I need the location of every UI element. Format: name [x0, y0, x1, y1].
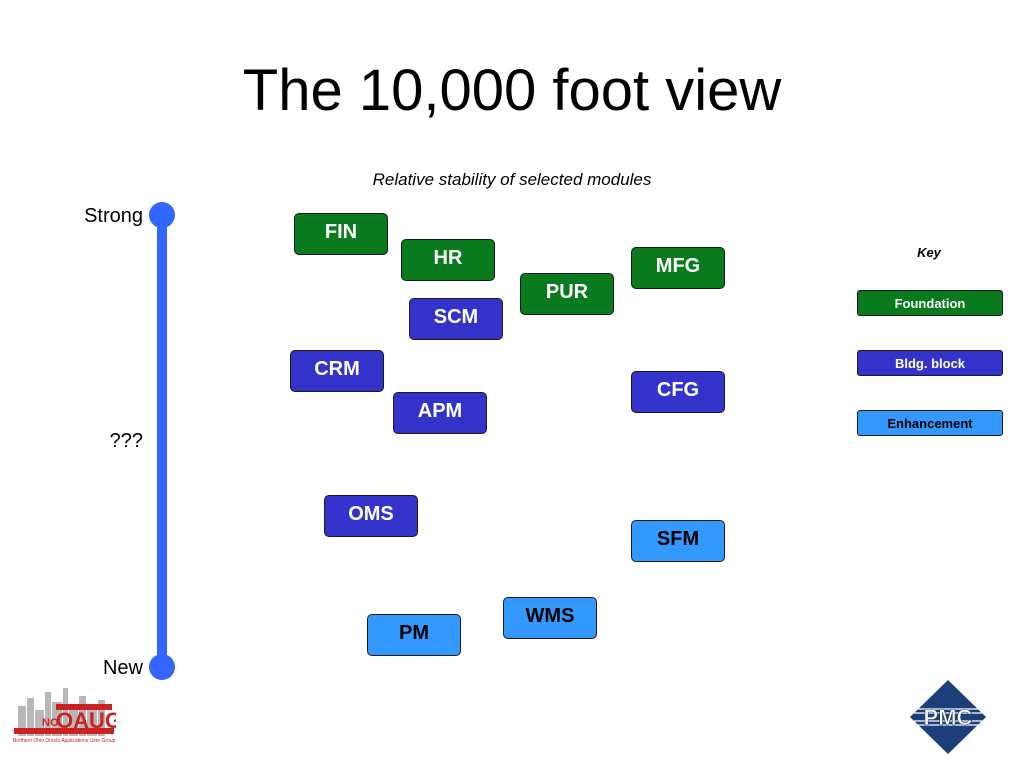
svg-text:Northern Ohio Oracle Applicati: Northern Ohio Oracle Applications User G… [13, 738, 116, 744]
slide-title: The 10,000 foot view [242, 58, 782, 123]
module-apm: APM [393, 392, 487, 434]
module-pm: PM [367, 614, 461, 656]
module-scm: SCM [409, 298, 503, 340]
stability-scale-line [157, 215, 167, 667]
scale-label-strong: Strong [84, 205, 143, 227]
svg-text:PMC: PMC [924, 705, 973, 730]
key-foundation: Foundation [857, 290, 1003, 316]
module-cfg: CFG [631, 371, 725, 413]
key-title: Key [917, 245, 941, 260]
module-crm: CRM [290, 350, 384, 392]
diagram-subtitle: Relative stability of selected modules [372, 170, 652, 189]
scale-label-new: New [102, 657, 143, 679]
module-pur: PUR [520, 273, 614, 315]
module-sfm: SFM [631, 520, 725, 562]
svg-text:NO: NO [42, 717, 59, 729]
key-enhancement: Enhancement [857, 410, 1003, 436]
key-building-block: Bldg. block [857, 350, 1003, 376]
scale-label-unknown: ??? [109, 430, 143, 452]
noaug-logo: NO OAUG Northern Ohio Oracle Application… [12, 684, 116, 756]
scale-bottom-dot [149, 654, 175, 680]
module-wms: WMS [503, 597, 597, 639]
svg-text:OAUG: OAUG [56, 708, 116, 733]
module-fin: FIN [294, 213, 388, 255]
scale-top-dot [149, 202, 175, 228]
module-mfg: MFG [631, 247, 725, 289]
module-oms: OMS [324, 495, 418, 537]
pmc-logo: PMC [910, 680, 986, 754]
module-hr: HR [401, 239, 495, 281]
